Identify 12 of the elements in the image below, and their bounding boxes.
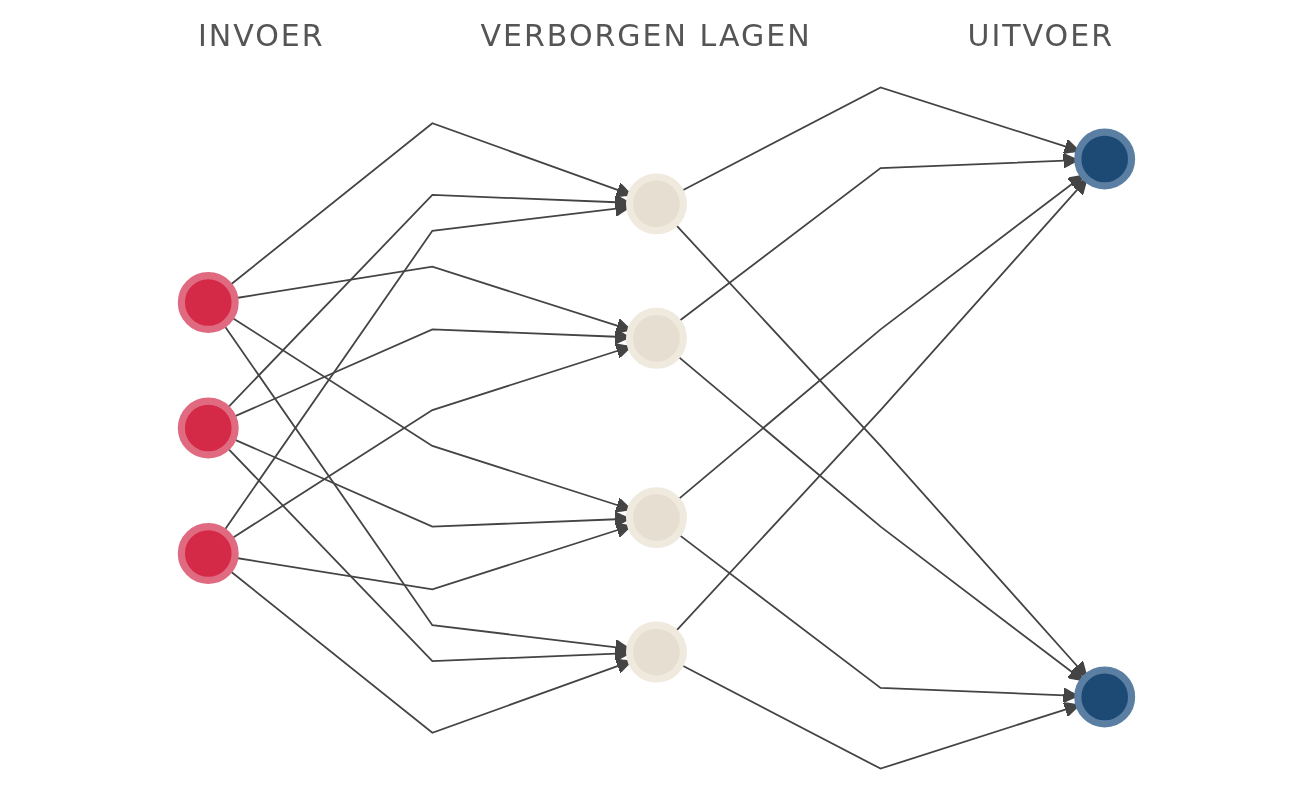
column-heading: VERBORGEN LAGEN [480,18,812,55]
node-circle [177,397,239,459]
node-circle [177,523,239,584]
node-circle [1073,128,1135,190]
node-circle [625,307,687,369]
node-circle [625,621,687,683]
column-heading: UITVOER [967,18,1115,55]
node-circle [625,487,687,549]
column-heading: INVOER [197,18,325,55]
node-circle [625,173,687,235]
node-circle [1073,666,1135,728]
node-circle [177,272,239,333]
